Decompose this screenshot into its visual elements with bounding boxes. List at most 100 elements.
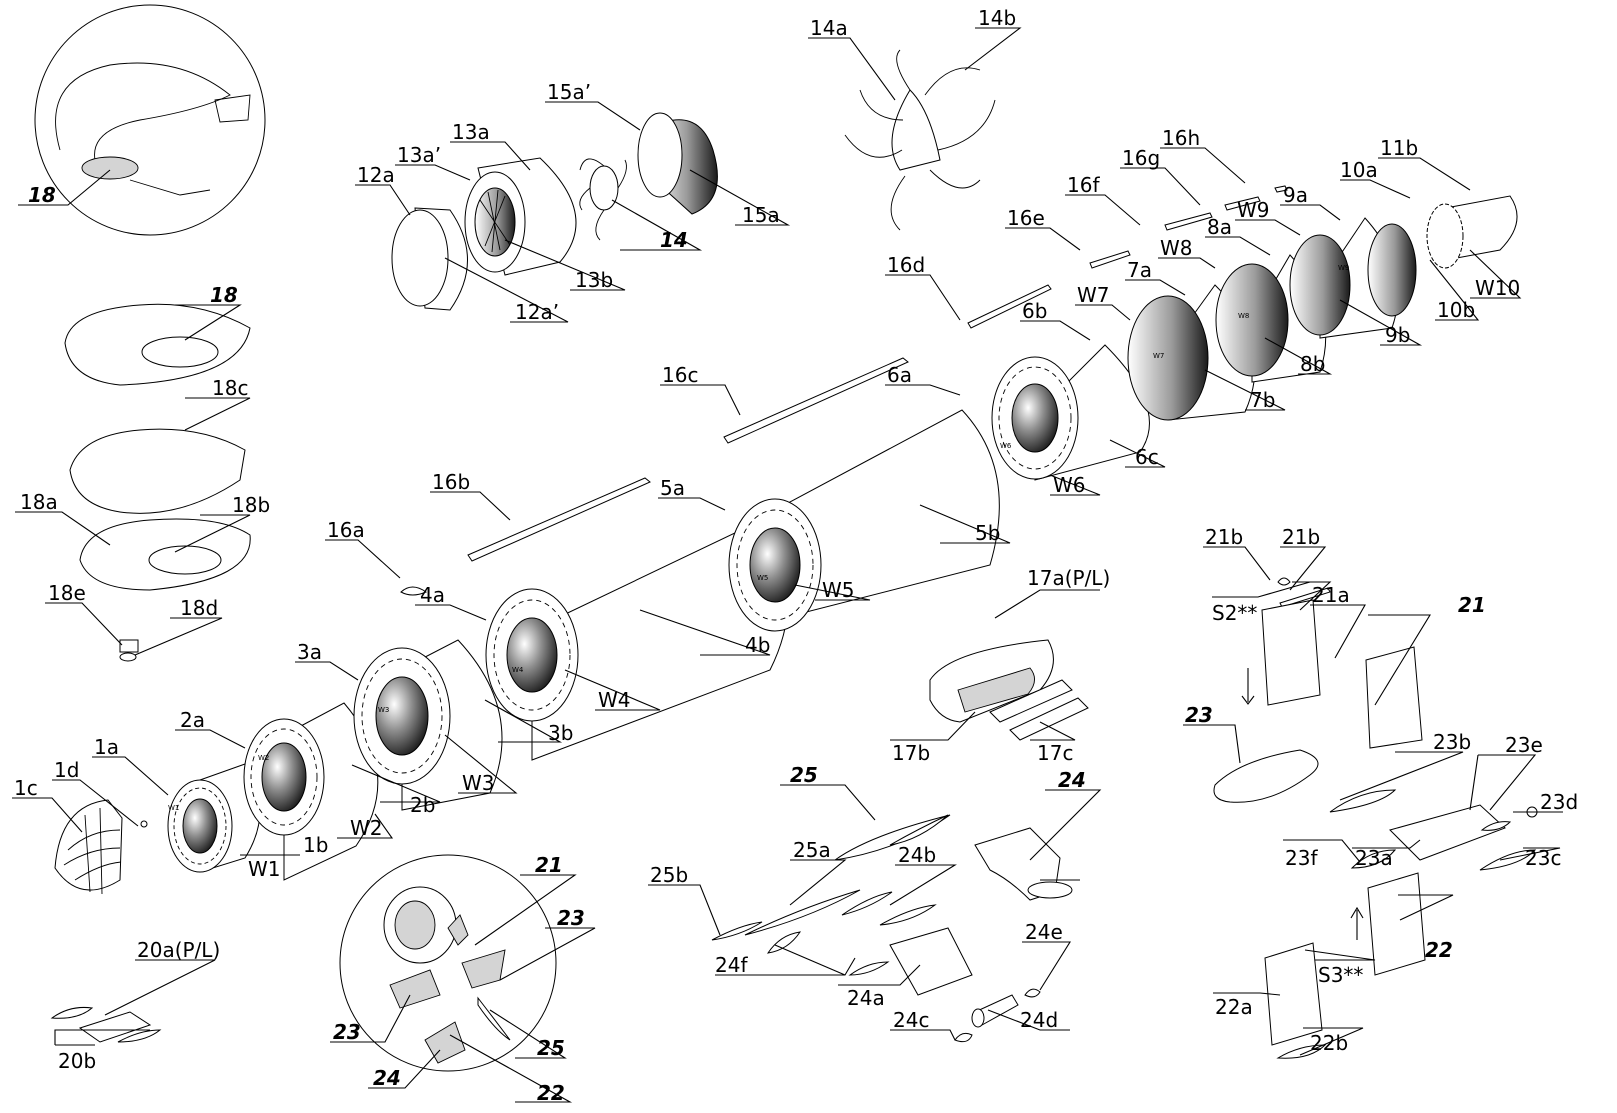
label-24b: 24b xyxy=(898,843,936,867)
label-4a: 4a xyxy=(420,583,445,607)
label-23e: 23e xyxy=(1505,733,1543,757)
label-23c: 23c xyxy=(1525,846,1561,870)
label-10b: 10b xyxy=(1437,298,1475,322)
label-21b-2: 21b xyxy=(1282,525,1320,549)
label-6c: 6c xyxy=(1135,445,1159,469)
label-25a: 25a xyxy=(793,838,831,862)
label-24c: 24c xyxy=(893,1008,929,1032)
strips-16 xyxy=(400,185,1288,596)
label-W2: W2 xyxy=(350,816,383,840)
label-14: 14 xyxy=(660,228,688,252)
label-6b: 6b xyxy=(1022,299,1047,323)
part-1c-nose-cone xyxy=(54,799,148,895)
label-10a: 10a xyxy=(1340,158,1378,182)
label-24f: 24f xyxy=(715,953,748,977)
label-18b: 18b xyxy=(232,493,270,517)
label-3a: 3a xyxy=(297,640,322,664)
part-20 xyxy=(50,1007,162,1043)
label-W8: W8 xyxy=(1160,236,1193,260)
label-13b: 13b xyxy=(575,268,613,292)
ring-mark-w3: W3 xyxy=(378,706,389,714)
label-22a: 22a xyxy=(1215,995,1253,1019)
label-15a-prime: 15a’ xyxy=(547,80,591,104)
wing-parts-right xyxy=(1213,577,1538,1059)
label-18e: 18e xyxy=(48,581,86,605)
label-1a: 1a xyxy=(94,735,119,759)
ring-mark-w7: W7 xyxy=(1153,352,1164,360)
ring-marks: W1 W2 W3 W4 W5 W6 W7 W8 W9 xyxy=(168,264,1349,812)
ring-mark-w2: W2 xyxy=(258,754,269,762)
label-2b: 2b xyxy=(410,793,435,817)
label-7b: 7b xyxy=(1250,388,1275,412)
label-23a: 23a xyxy=(1355,846,1393,870)
label-17b: 17b xyxy=(892,741,930,765)
label-9a: 9a xyxy=(1283,183,1308,207)
ring-mark-w9: W9 xyxy=(1338,264,1349,272)
ring-mark-w5: W5 xyxy=(757,574,768,582)
ring-mark-w1: W1 xyxy=(168,804,179,812)
ring-mark-w6: W6 xyxy=(1000,442,1012,450)
label-18-detail: 18 xyxy=(28,183,56,207)
ring-mark-w8: W8 xyxy=(1238,312,1249,320)
leader-lines xyxy=(12,27,1563,1103)
label-15a: 15a xyxy=(742,203,780,227)
part-3 xyxy=(353,639,503,811)
detail-circle-assembly xyxy=(339,854,557,1072)
label-17a: 17a(P/L) xyxy=(1027,566,1110,590)
label-21a: 21a xyxy=(1312,583,1350,607)
label-3b: 3b xyxy=(548,721,573,745)
label-16c: 16c xyxy=(662,363,698,387)
label-W10: W10 xyxy=(1475,276,1520,300)
label-7a: 7a xyxy=(1127,258,1152,282)
label-22b: 22b xyxy=(1310,1031,1348,1055)
label-24e: 24e xyxy=(1025,920,1063,944)
label-1c: 1c xyxy=(14,776,38,800)
label-circle-23-left: 23 xyxy=(333,1020,361,1044)
label-circle-25: 25 xyxy=(537,1036,565,1060)
label-W4: W4 xyxy=(598,688,631,712)
part-5 xyxy=(728,409,1000,632)
label-18d: 18d xyxy=(180,596,218,620)
ring-mark-w4: W4 xyxy=(512,666,524,674)
label-6a: 6a xyxy=(887,363,912,387)
label-1b: 1b xyxy=(303,833,328,857)
label-13a-prime: 13a’ xyxy=(397,143,441,167)
part-17 xyxy=(929,639,1089,741)
part-labels: 1c 1d 1a W1 1b 2a W2 2b 3a W3 3b 4a W4 4… xyxy=(14,6,1578,1105)
label-24d: 24d xyxy=(1020,1008,1058,1032)
label-24: 24 xyxy=(1058,768,1086,792)
label-18: 18 xyxy=(210,283,238,307)
label-16e: 16e xyxy=(1007,206,1045,230)
label-12a: 12a xyxy=(357,163,395,187)
label-16f: 16f xyxy=(1067,173,1100,197)
label-4b: 4b xyxy=(745,633,770,657)
label-14b: 14b xyxy=(978,6,1016,30)
tail-parts xyxy=(711,814,1073,1043)
part-18 xyxy=(64,303,251,662)
label-12a-prime: 12a’ xyxy=(515,300,559,324)
label-8b: 8b xyxy=(1300,352,1325,376)
label-11b: 11b xyxy=(1380,136,1418,160)
part-6 xyxy=(991,344,1150,481)
label-circle-21: 21 xyxy=(535,853,563,877)
label-22: 22 xyxy=(1425,938,1453,962)
part-4 xyxy=(485,519,789,761)
label-8a: 8a xyxy=(1207,215,1232,239)
label-9b: 9b xyxy=(1385,323,1410,347)
label-W6: W6 xyxy=(1053,473,1086,497)
label-S3: S3** xyxy=(1318,963,1363,987)
label-W9: W9 xyxy=(1237,198,1270,222)
label-17c: 17c xyxy=(1037,741,1073,765)
label-20b: 20b xyxy=(58,1049,96,1073)
label-18a: 18a xyxy=(20,490,58,514)
label-5b: 5b xyxy=(975,521,1000,545)
label-W1: W1 xyxy=(248,857,281,881)
label-23f: 23f xyxy=(1285,846,1318,870)
label-16g: 16g xyxy=(1122,146,1160,170)
label-23: 23 xyxy=(1185,703,1213,727)
label-2a: 2a xyxy=(180,708,205,732)
label-16d: 16d xyxy=(887,253,925,277)
label-24a: 24a xyxy=(847,986,885,1010)
label-18c: 18c xyxy=(212,376,248,400)
